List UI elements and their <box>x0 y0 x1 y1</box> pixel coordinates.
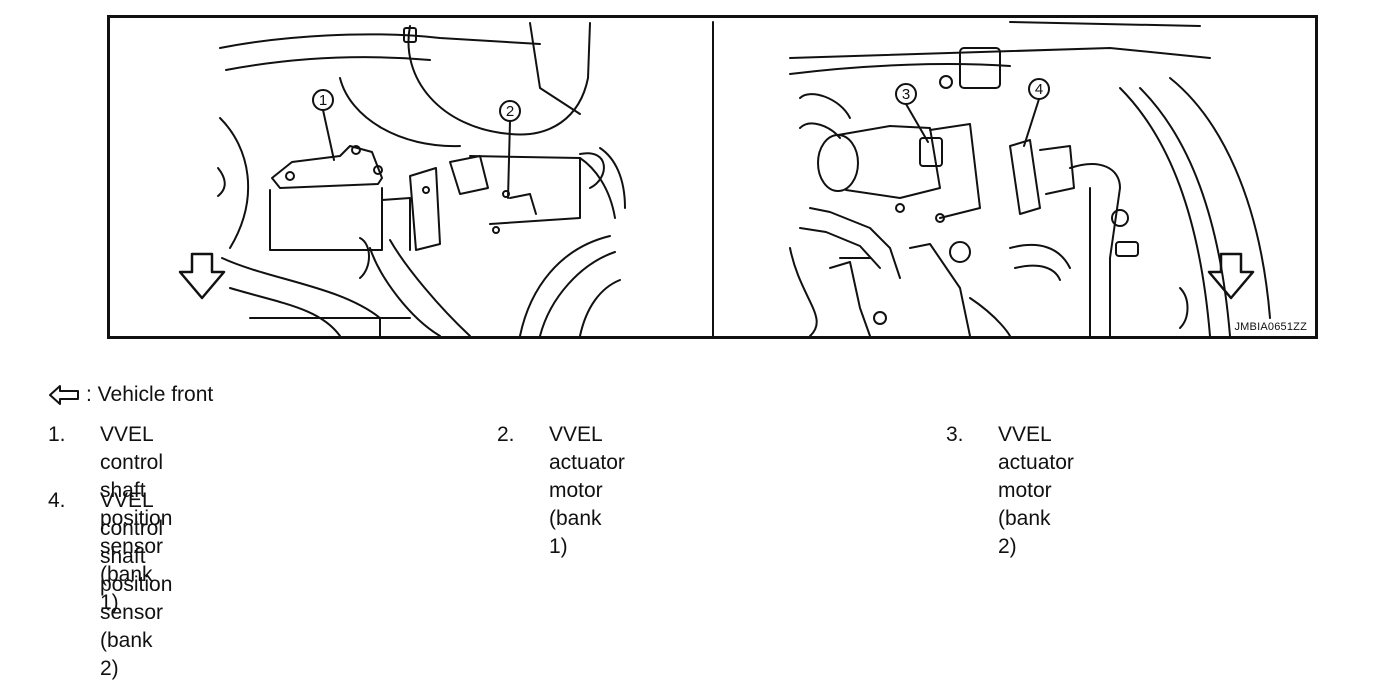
item-text: VVEL actuator motor (bank 1) <box>549 423 625 558</box>
callout-1: 1 <box>319 92 327 109</box>
item-number: 3. <box>946 423 964 446</box>
right-view-drawing <box>789 21 1271 336</box>
item-text: VVEL control shaft position sensor (bank… <box>100 487 172 683</box>
item-text-line: VVEL control shaft position sensor <box>100 423 173 558</box>
callout-3: 3 <box>902 86 910 103</box>
item-text-line: (bank 2) <box>100 629 153 680</box>
vehicle-front-label: : Vehicle front <box>86 383 214 406</box>
component-location-figure: 1 2 3 4 JMBIA0651ZZ <box>107 15 1318 339</box>
item-number: 2. <box>497 423 515 446</box>
vehicle-front-legend: : Vehicle front <box>48 383 213 407</box>
arrow-outline-left-icon <box>49 385 79 405</box>
left-view-drawing <box>178 22 626 336</box>
item-text-line: VVEL control shaft position sensor <box>100 489 173 624</box>
item-number: 4. <box>48 489 66 512</box>
item-text: VVEL actuator motor (bank 2) <box>998 423 1074 558</box>
callout-2: 2 <box>506 103 514 120</box>
figure-code: JMBIA0651ZZ <box>1234 321 1307 333</box>
callout-4: 4 <box>1035 81 1043 98</box>
item-number: 1. <box>48 423 66 446</box>
engine-illustration: 1 2 3 4 <box>178 21 1271 336</box>
